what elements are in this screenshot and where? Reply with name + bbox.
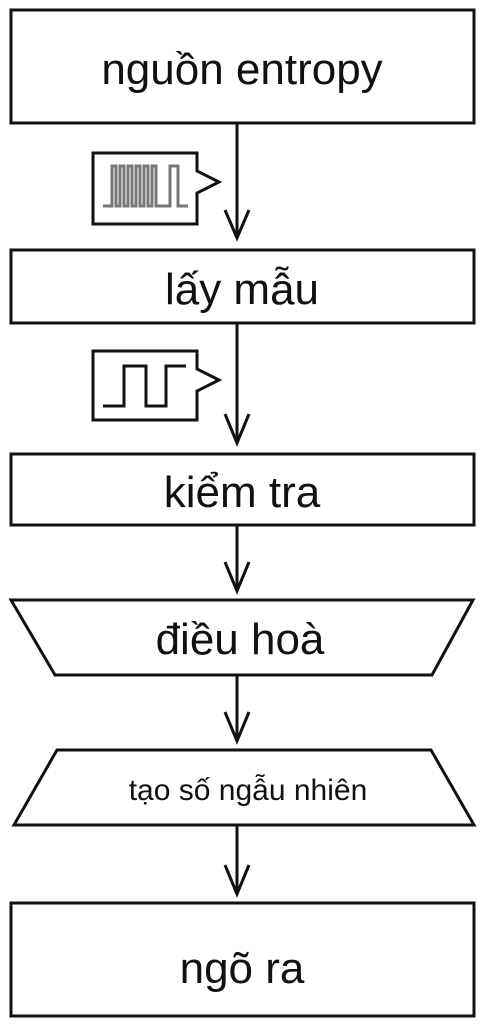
conditioning-label: điều hoà (156, 615, 325, 664)
square-wave-icon (91, 349, 223, 422)
connector-testing-to-conditioning (223, 525, 251, 595)
entropy-source-label: nguồn entropy (101, 45, 382, 94)
conditioning-node: điều hoà (8, 598, 476, 677)
connector-conditioning-to-rng (223, 675, 251, 745)
connector-rng-to-output (223, 825, 251, 898)
output-node: ngõ ra (9, 901, 476, 1018)
rng-node: tạo số ngẫu nhiên (11, 748, 477, 827)
connector-sampling-to-testing (223, 323, 251, 447)
testing-node: kiểm tra (9, 452, 476, 527)
output-label: ngõ ra (180, 944, 305, 993)
rng-label: tạo số ngẫu nhiên (129, 774, 368, 807)
entropy-source-node: nguồn entropy (9, 8, 476, 125)
connector-entropy-to-sampling (223, 123, 251, 242)
sampling-label: lấy mẫu (165, 265, 319, 314)
noise-signal-icon (91, 151, 223, 226)
testing-label: kiểm tra (164, 468, 321, 517)
sampling-node: lấy mẫu (9, 248, 476, 325)
